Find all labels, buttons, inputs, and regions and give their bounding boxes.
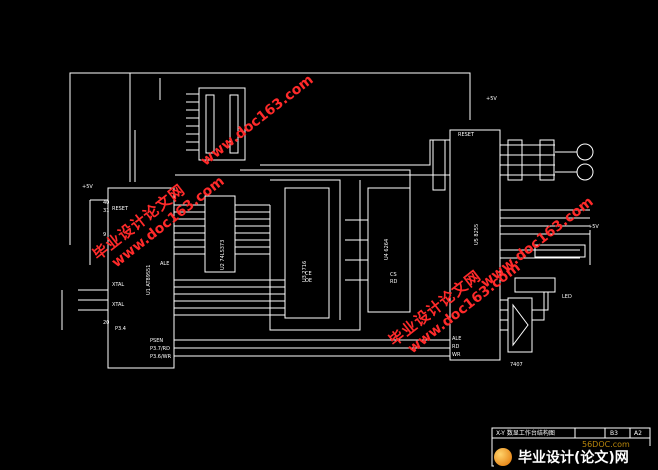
vcc-label-right: +5V bbox=[588, 224, 599, 230]
logo-ball-icon bbox=[494, 448, 512, 466]
vcc-label-u1: +5V bbox=[82, 184, 93, 190]
u6-label: 7407 bbox=[510, 362, 523, 368]
footer-logo: 毕业设计(论文)网 bbox=[494, 446, 654, 468]
u5-body bbox=[449, 129, 501, 361]
footer-logo-text: 毕业设计(论文)网 bbox=[518, 450, 629, 466]
led-label: LED bbox=[562, 294, 572, 300]
u1-pin-xtal-a: XTAL bbox=[112, 282, 124, 288]
u4-pin-rd: RD bbox=[390, 279, 397, 285]
u4-pin-cs: CS bbox=[390, 272, 397, 278]
title-block-label-a2: A2 bbox=[634, 430, 642, 437]
u2-body bbox=[204, 195, 236, 273]
label-layer: U1 AT89S51 P3.4 RESET XTAL XTAL ALE PSEN… bbox=[82, 96, 642, 437]
u3-label: U3 2716 bbox=[302, 261, 308, 282]
u3-pin-ce: CE bbox=[305, 271, 312, 277]
title-block-text: X-Y 数显工作台结构图 bbox=[496, 429, 555, 437]
u1-pin-psen: PSEN bbox=[150, 338, 163, 344]
u5-label: U5 8255 bbox=[474, 224, 480, 245]
u5-pin-wr: WR bbox=[452, 352, 461, 358]
u1-pin-ale: ALE bbox=[160, 261, 169, 267]
pin-20: 20 bbox=[103, 320, 109, 326]
u2-label: U2 74LS373 bbox=[220, 240, 226, 270]
u3-pin-oe: OE bbox=[305, 278, 312, 284]
u4-body bbox=[367, 187, 411, 313]
u6-body bbox=[507, 297, 533, 353]
u4-label: U4 6264 bbox=[384, 239, 390, 260]
pin-9: 9 bbox=[103, 232, 106, 238]
u5-pin-rd: RD bbox=[452, 344, 459, 350]
u5-pin-reset: RESET bbox=[458, 132, 475, 138]
u3-body bbox=[284, 187, 330, 319]
u1-pin-reset: RESET bbox=[112, 206, 129, 212]
led-body bbox=[514, 277, 556, 293]
u5-pin-ale: ALE bbox=[452, 336, 461, 342]
pin-31: 31 bbox=[103, 208, 109, 214]
u1-pin-wr: P3.6/WR bbox=[150, 354, 172, 360]
u1-pin-rd: P3.7/RD bbox=[150, 346, 170, 352]
footer-brand: 56DOC.com bbox=[582, 440, 630, 449]
title-block-label-b3: B3 bbox=[610, 430, 618, 437]
u1-label: U1 AT89S51 bbox=[146, 265, 152, 295]
pin-40: 40 bbox=[103, 200, 109, 206]
wire-layer bbox=[61, 72, 651, 467]
u1-body bbox=[107, 187, 175, 369]
u1-port-label: P3.4 bbox=[115, 326, 126, 332]
vcc-label-u5: +5V bbox=[486, 96, 497, 102]
u1-pin-xtal-b: XTAL bbox=[112, 302, 124, 308]
